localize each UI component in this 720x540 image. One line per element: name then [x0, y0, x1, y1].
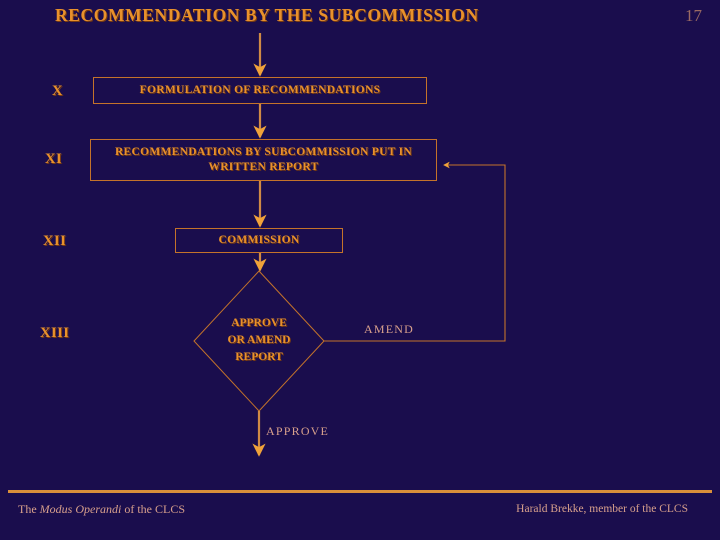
stage-label-xii: XII [43, 233, 67, 249]
page-title: RECOMMENDATION BY THE SUBCOMMISSION [55, 5, 479, 25]
branch-label-amend: AMEND [364, 322, 414, 336]
stage-label-xi: XI [45, 151, 63, 167]
footer-left-text: The Modus Operandi of the CLCS [18, 502, 185, 517]
box-commission[interactable]: COMMISSION [175, 228, 343, 253]
box-formulation-of-recommendations[interactable]: FORMULATION OF RECOMMENDATIONS [93, 77, 427, 104]
stage-label-xiii: XIII [40, 325, 70, 341]
branch-label-approve: APPROVE [266, 424, 330, 438]
connector-amend-feedback [324, 161, 506, 342]
footer-italic-title: Modus Operandi [39, 502, 125, 516]
decision-line-2: OR AMEND [227, 334, 291, 346]
decision-line-1: APPROVE [231, 317, 287, 329]
stage-label-x: X [52, 83, 63, 99]
box-recommendations-written-report[interactable]: RECOMMENDATIONS BY SUBCOMMISSION PUT IN … [90, 139, 437, 181]
footer-prefix: The [18, 502, 40, 516]
footer-divider [8, 490, 712, 493]
decision-diamond-text: APPROVE OR AMEND REPORT [204, 315, 314, 366]
footer-suffix: of the CLCS [124, 502, 185, 516]
page-number: 17 [685, 6, 702, 25]
decision-line-3: REPORT [235, 351, 283, 363]
footer-right-text: Harald Brekke, member of the CLCS [516, 503, 688, 515]
